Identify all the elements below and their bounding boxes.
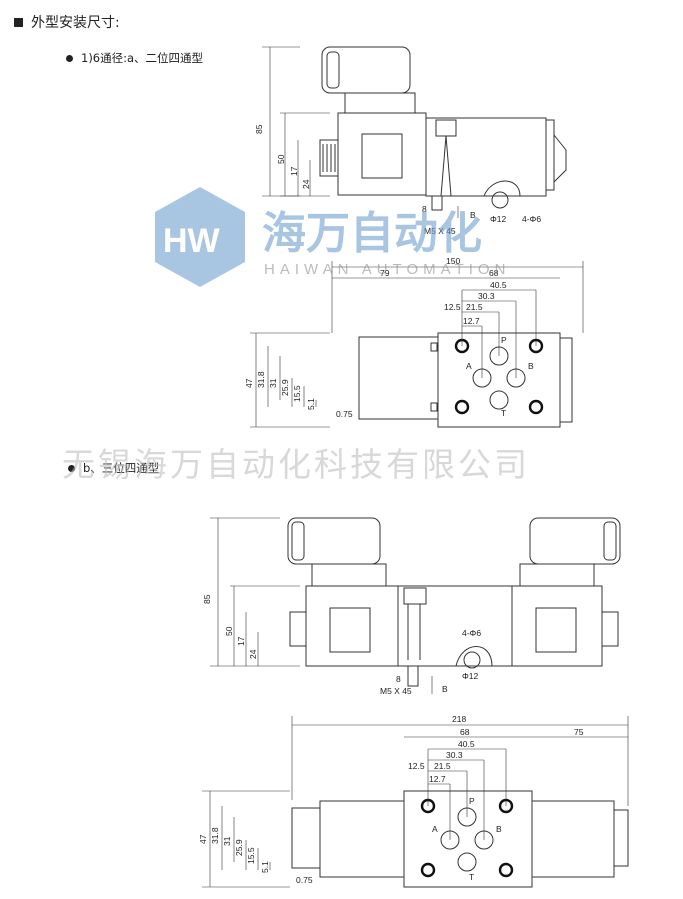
dim-label: 21.5: [466, 302, 483, 312]
dim-label: 25.9: [234, 839, 244, 856]
dim-label: 5.1: [260, 861, 270, 873]
dim-label: 5.1: [306, 398, 316, 410]
variant-a-plan-labels: 150 79 68 40.5 30.3 21.5 12.5 12.7 47 31…: [244, 256, 534, 419]
dim-label: 12.7: [429, 774, 446, 784]
square-bullet-icon: [14, 17, 23, 27]
variant-b-side-view: [210, 517, 621, 694]
variant-a-heading: 1)6通径:a、二位四通型: [66, 50, 203, 66]
variant-b-side-labels: 85 50 17 24 8 M5 X 45 B Φ12 4-Φ6: [202, 594, 481, 696]
dim-label: 15.5: [246, 847, 256, 864]
view-label: B: [442, 684, 448, 694]
dim-label: 8: [396, 674, 401, 684]
dim-label: 40.5: [458, 739, 475, 749]
dim-label: 68: [460, 727, 470, 737]
variant-b-heading: b、三位四通型: [68, 460, 159, 476]
port-label: P: [501, 335, 507, 345]
port-label: T: [469, 872, 474, 882]
dim-label: 24: [301, 179, 311, 189]
section-title: 外型安装尺寸:: [31, 15, 120, 31]
dim-label: 12.5: [444, 302, 461, 312]
dim-label: 31.8: [256, 371, 266, 388]
dim-label: 25.9: [280, 379, 290, 396]
hw-logo-icon: [155, 187, 245, 287]
thread-label: M5 X 45: [424, 226, 456, 236]
variant-b-plan-labels: 218 68 75 40.5 30.3 21.5 12.5 12.7 47 31…: [198, 714, 584, 885]
dim-label: 40.5: [490, 280, 507, 290]
watermark-company: 无锡海万自动化科技有限公司: [62, 445, 530, 484]
watermark-en: HAIWAN AUTOMATION: [264, 261, 510, 278]
dim-label: 31: [222, 836, 232, 846]
dim-label: 31.8: [210, 827, 220, 844]
dim-label: 218: [452, 714, 466, 724]
variant-b-plan-view: [202, 716, 629, 888]
dim-label: 30.3: [446, 750, 463, 760]
dim-label: 12.7: [463, 316, 480, 326]
view-label: B: [470, 210, 476, 220]
dim-label: 47: [244, 378, 254, 388]
variant-a-label: 1)6通径:a、二位四通型: [81, 51, 204, 65]
hole-label: Φ12: [490, 214, 507, 224]
variant-a-side-labels: 85 50 17 24 8 M5 X 45 B Φ12 4-Φ6: [254, 124, 541, 236]
port-label: A: [466, 361, 472, 371]
dim-label: 17: [236, 636, 246, 646]
variant-a-side-view: [262, 46, 567, 218]
port-label: P: [469, 796, 475, 806]
dot-bullet-icon: [68, 464, 75, 472]
dim-label: 50: [224, 626, 234, 636]
dim-label: 21.5: [434, 761, 451, 771]
dim-label: 0.75: [336, 409, 353, 419]
watermark: HW 海万自动化 HAIWAN AUTOMATION: [155, 187, 510, 287]
port-label: B: [528, 361, 534, 371]
dim-label: 47: [198, 834, 208, 844]
thread-label: M5 X 45: [380, 686, 412, 696]
variant-a-plan-view: [250, 261, 584, 428]
dim-label: 85: [202, 594, 212, 604]
dim-label: 75: [574, 727, 584, 737]
hole-label: 4-Φ6: [462, 628, 481, 638]
watermark-logo: HW: [163, 222, 221, 260]
dim-label: 0.75: [296, 875, 313, 885]
dim-label: 8: [422, 204, 427, 214]
dim-label: 30.3: [478, 291, 495, 301]
dim-label: 85: [254, 124, 264, 134]
dot-bullet-icon: [66, 54, 73, 62]
dim-label: 17: [289, 166, 299, 176]
watermark-cn: 海万自动化: [262, 209, 482, 258]
port-label: T: [501, 408, 506, 418]
hole-label: 4-Φ6: [522, 214, 541, 224]
port-label: B: [496, 824, 502, 834]
dim-label: 50: [276, 154, 286, 164]
dim-label: 31: [268, 378, 278, 388]
port-label: A: [432, 824, 438, 834]
section-heading: 外型安装尺寸:: [14, 12, 120, 32]
dim-label: 68: [489, 268, 499, 278]
dim-label: 150: [446, 256, 460, 266]
dim-label: 12.5: [408, 761, 425, 771]
dim-label: 79: [380, 268, 390, 278]
variant-b-label: b、三位四通型: [83, 461, 160, 475]
dim-label: 15.5: [292, 385, 302, 402]
dim-label: 24: [248, 649, 258, 659]
hole-label: Φ12: [462, 671, 479, 681]
